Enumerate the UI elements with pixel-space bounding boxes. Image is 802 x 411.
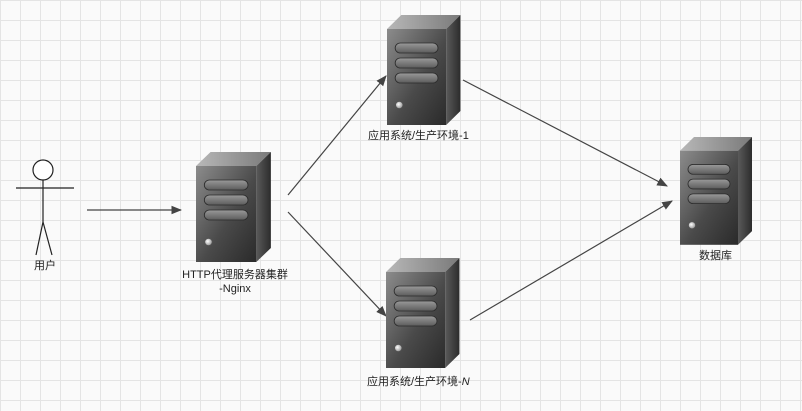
edge-app1-db	[462, 79, 668, 187]
appN-server-icon	[385, 257, 460, 369]
app1-label: 应用系统/生产环境-1	[368, 130, 469, 142]
appN-label-suffix: N	[461, 376, 470, 388]
proxy-label-line1: HTTP代理服务器集群	[182, 269, 288, 281]
proxy-label-line2: -Nginx	[219, 283, 251, 295]
database-label: 数据库	[699, 250, 732, 262]
user-label: 用户	[34, 260, 56, 272]
edge-appN-db	[469, 200, 673, 321]
proxy-label: HTTP代理服务器集群 -Nginx	[175, 268, 295, 296]
edge-proxy-app1	[287, 75, 387, 196]
appN-label-prefix: 应用系统/生产环境-	[367, 376, 462, 388]
database-server-icon	[679, 136, 753, 246]
proxy-server-icon	[195, 151, 272, 263]
appN-label: 应用系统/生产环境-N	[367, 375, 470, 389]
app1-server-icon	[386, 14, 461, 126]
edge-proxy-appN	[287, 211, 387, 317]
edges	[87, 75, 673, 321]
user-actor-icon	[16, 159, 74, 256]
